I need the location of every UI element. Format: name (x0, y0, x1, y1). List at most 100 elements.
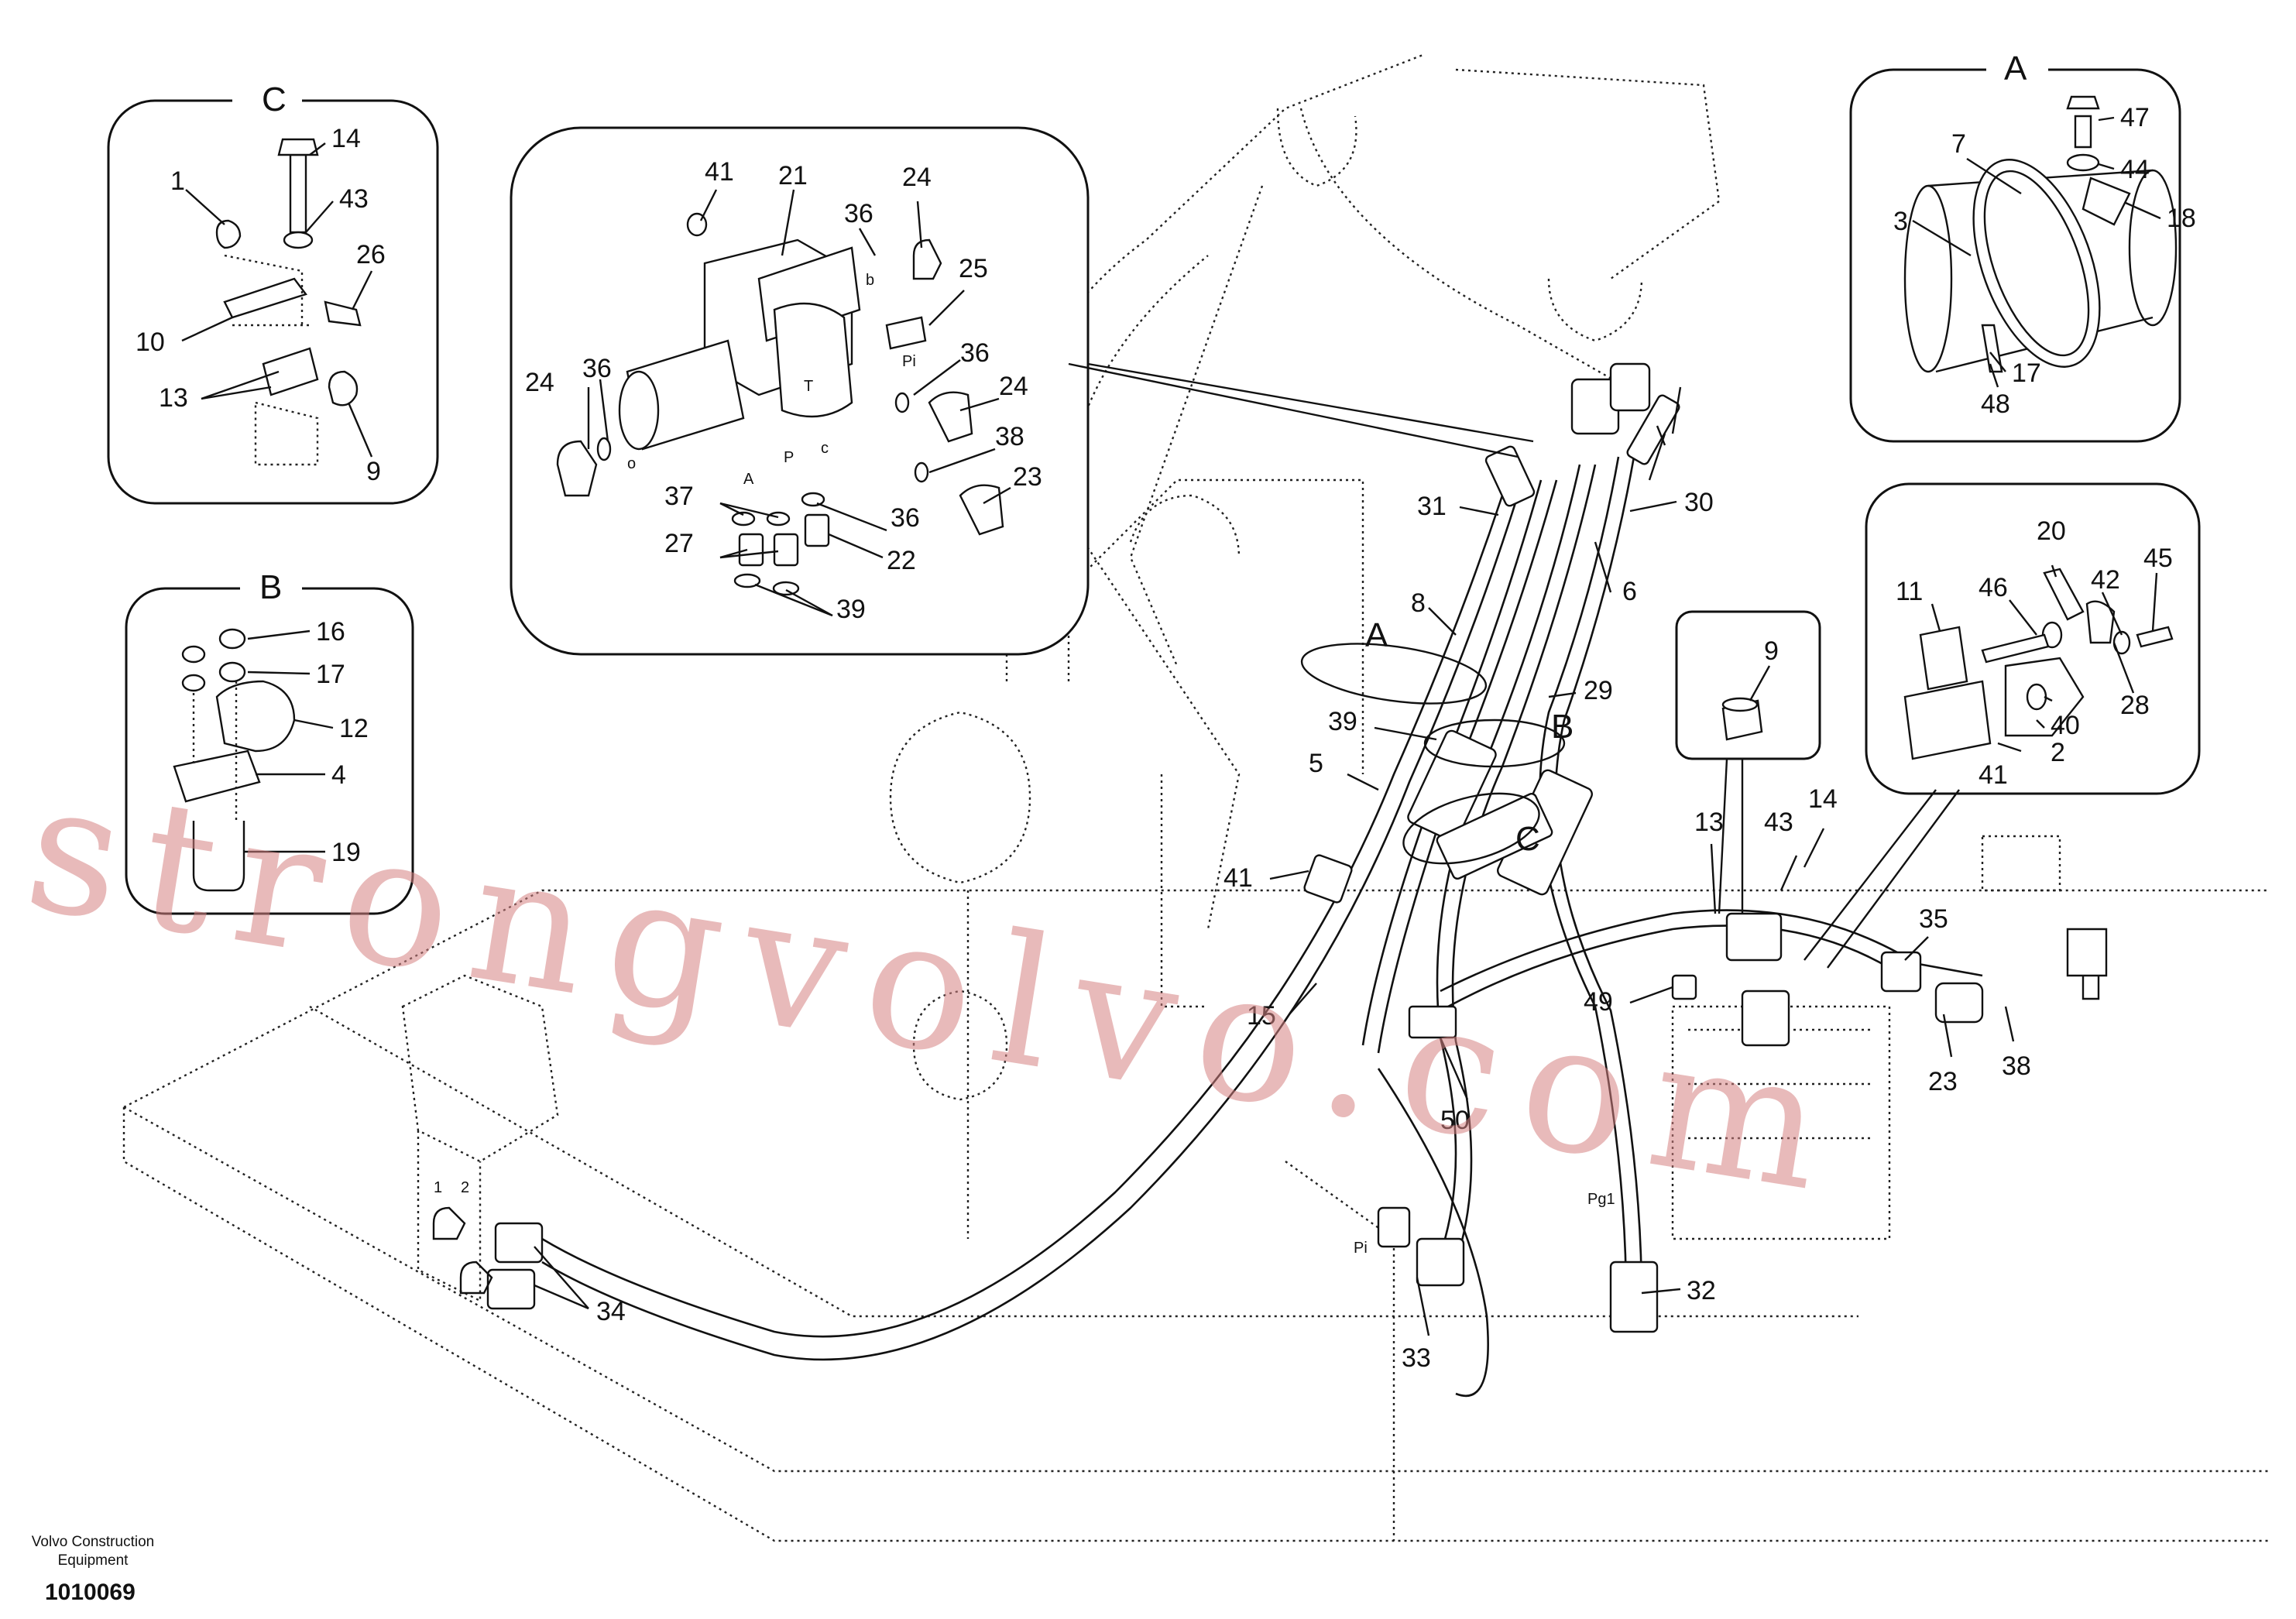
callout-label: 24 (902, 163, 932, 192)
sleeve-callouts: 9 (1764, 636, 1779, 666)
detail-view-c (107, 85, 439, 505)
detail-view-b (125, 573, 414, 915)
callout-label: 32 (1687, 1276, 1716, 1305)
port-label: A (743, 471, 754, 488)
section-mark-a: A (1365, 616, 1388, 654)
detail-b-callouts: 16 17 12 4 19 (316, 617, 369, 867)
port-label: c (821, 440, 829, 457)
port-label: 2 (461, 1179, 469, 1196)
detail-view-a-title: A (2004, 50, 2027, 87)
flange-callouts: 20 11 46 42 45 28 40 2 41 (1896, 516, 2173, 790)
machine-frame (122, 53, 2269, 1542)
main-callouts: 31 30 8 6 29 39 5 41 15 13 43 14 49 35 2… (596, 488, 2031, 1373)
valve-callouts: 41 21 36 24 25 36 24 36 24 38 23 37 36 2… (525, 157, 1042, 624)
callout-label: 34 (596, 1297, 626, 1326)
callout-label: 27 (664, 529, 694, 558)
callout-label: 5 (1309, 749, 1323, 778)
main-port-labels: Pi Pg1 1 2 (434, 1179, 1615, 1257)
view-titles: C B A (259, 50, 2027, 606)
callout-label: 35 (1919, 904, 1948, 934)
callout-label: 36 (582, 354, 612, 383)
port-label: Pg1 (1587, 1191, 1615, 1208)
callout-label: 39 (1328, 707, 1357, 736)
detail-view-c-title: C (262, 81, 287, 118)
callout-label: 23 (1928, 1067, 1958, 1096)
callout-label: 36 (844, 199, 873, 228)
callout-label: 13 (1694, 808, 1724, 837)
main-section-marks: A B C (1365, 616, 1574, 858)
callout-label: 25 (959, 254, 988, 283)
callout-label: 16 (316, 617, 345, 647)
callout-label: 30 (1684, 488, 1714, 517)
callout-label: 42 (2091, 565, 2120, 595)
callout-label: 31 (1417, 492, 1447, 521)
port-label: o (627, 455, 636, 472)
callout-label: 28 (2120, 691, 2150, 720)
detail-c-callouts: 14 1 43 26 10 13 9 (136, 124, 386, 486)
callout-label: 11 (1896, 577, 1923, 606)
callout-label: 41 (1224, 863, 1253, 893)
callout-label: 44 (2120, 155, 2150, 184)
callout-label: 47 (2120, 103, 2150, 132)
callout-label: 21 (778, 161, 808, 190)
callout-label: 19 (331, 838, 361, 867)
callout-label: 39 (836, 595, 866, 624)
callout-label: 2 (2051, 738, 2065, 767)
callout-label: 7 (1951, 129, 1966, 159)
callout-label: 14 (331, 124, 361, 153)
port-label: b (866, 272, 874, 289)
callout-label: 9 (366, 457, 381, 486)
callout-label: 38 (2002, 1051, 2031, 1081)
callout-label: 46 (1979, 573, 2008, 602)
callout-label: 49 (1584, 987, 1613, 1017)
callout-label: 8 (1411, 588, 1426, 618)
section-mark-c: C (1515, 820, 1540, 858)
callout-label: 10 (136, 328, 165, 357)
port-label: Pi (1354, 1240, 1368, 1257)
callout-label: 43 (1764, 808, 1793, 837)
valve-port-labels: b Pi T A P c o (627, 272, 916, 488)
callout-label: 3 (1893, 207, 1908, 236)
callout-label: 45 (2143, 544, 2173, 573)
callout-label: 18 (2167, 204, 2196, 233)
brand-line-1: Volvo Construction (31, 1534, 155, 1550)
callout-label: 50 (1440, 1106, 1470, 1135)
callout-label: 1 (170, 166, 185, 196)
section-loops (1300, 643, 1566, 865)
callout-label: 13 (159, 383, 188, 413)
callout-label: 36 (891, 503, 920, 533)
callout-label: 24 (999, 372, 1028, 401)
callout-label: 48 (1981, 389, 2010, 419)
callout-label: 41 (1979, 760, 2008, 790)
section-mark-b: B (1551, 708, 1574, 746)
callout-label: 6 (1622, 577, 1637, 606)
brand-line-2: Equipment (57, 1552, 129, 1569)
callout-label: 41 (705, 157, 734, 187)
detail-view-sleeve (1675, 610, 1821, 914)
main-fittings (432, 362, 2108, 1333)
callout-label: 37 (664, 482, 694, 511)
callout-label: 22 (887, 546, 916, 575)
detail-a-callouts: 47 7 44 18 3 17 48 (1893, 103, 2196, 419)
port-label: P (784, 449, 794, 466)
callout-label: 12 (339, 714, 369, 743)
detail-view-a (1849, 54, 2181, 443)
brand-caption: Volvo Construction Equipment (15, 1533, 170, 1570)
callout-label: 40 (2051, 711, 2080, 740)
detail-view-b-title: B (259, 568, 282, 606)
hose-clamp-block (1407, 729, 1497, 842)
callout-label: 26 (356, 240, 386, 269)
document-number: 1010069 (45, 1580, 136, 1605)
leader-lines (181, 116, 2161, 1336)
port-label: T (804, 378, 813, 395)
detail-view-flange (1804, 482, 2201, 969)
callout-label: 36 (960, 338, 990, 368)
callout-label: 17 (316, 660, 345, 689)
callout-label: 29 (1584, 676, 1613, 705)
callout-label: 20 (2037, 516, 2066, 546)
port-label: 1 (434, 1179, 442, 1196)
callout-label: 38 (995, 422, 1024, 451)
port-label: Pi (902, 353, 916, 370)
